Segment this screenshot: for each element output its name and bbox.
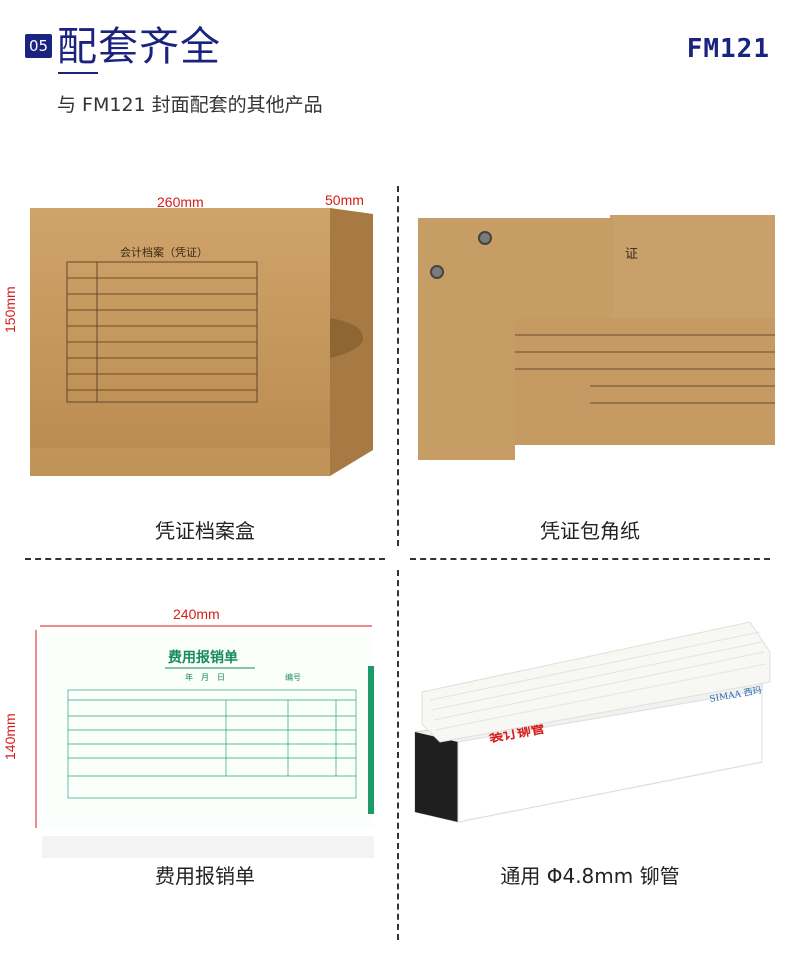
section-number-badge: 05	[25, 34, 52, 58]
svg-text:年 月 日: 年 月 日	[185, 672, 225, 682]
title-underline	[58, 72, 98, 74]
expense-form-image: 费用报销单 年 月 日 编号	[35, 625, 374, 858]
horizontal-divider-right	[410, 558, 770, 560]
corner-paper-image: 证	[418, 215, 775, 460]
vertical-divider-top	[397, 186, 399, 546]
svg-text:会计档案（凭证）: 会计档案（凭证）	[120, 245, 208, 259]
vertical-divider-bottom	[397, 570, 399, 940]
box-width-label: 260mm	[157, 194, 204, 210]
caption-corner-paper: 凭证包角纸	[540, 519, 640, 543]
caption-rivet-tubes: 通用 Φ4.8mm 铆管	[500, 864, 680, 888]
box-height-label: 150mm	[2, 286, 18, 333]
rivet-tubes-image: 装订铆管 SIMAA 西玛	[414, 621, 771, 823]
page-subtitle: 与 FM121 封面配套的其他产品	[57, 94, 323, 116]
page-title: 配套齐全	[57, 24, 221, 70]
caption-expense-form: 费用报销单	[155, 864, 255, 888]
svg-text:编号: 编号	[285, 672, 301, 682]
horizontal-divider-left	[25, 558, 385, 560]
archive-box-image: 会计档案（凭证）	[30, 208, 373, 476]
caption-archive-box: 凭证档案盒	[155, 519, 255, 543]
form-height-label: 140mm	[2, 713, 18, 760]
svg-text:证: 证	[625, 247, 638, 262]
svg-text:费用报销单: 费用报销单	[168, 649, 238, 666]
form-width-label: 240mm	[173, 606, 220, 622]
box-depth-label: 50mm	[325, 192, 364, 208]
model-number: FM121	[686, 34, 770, 64]
